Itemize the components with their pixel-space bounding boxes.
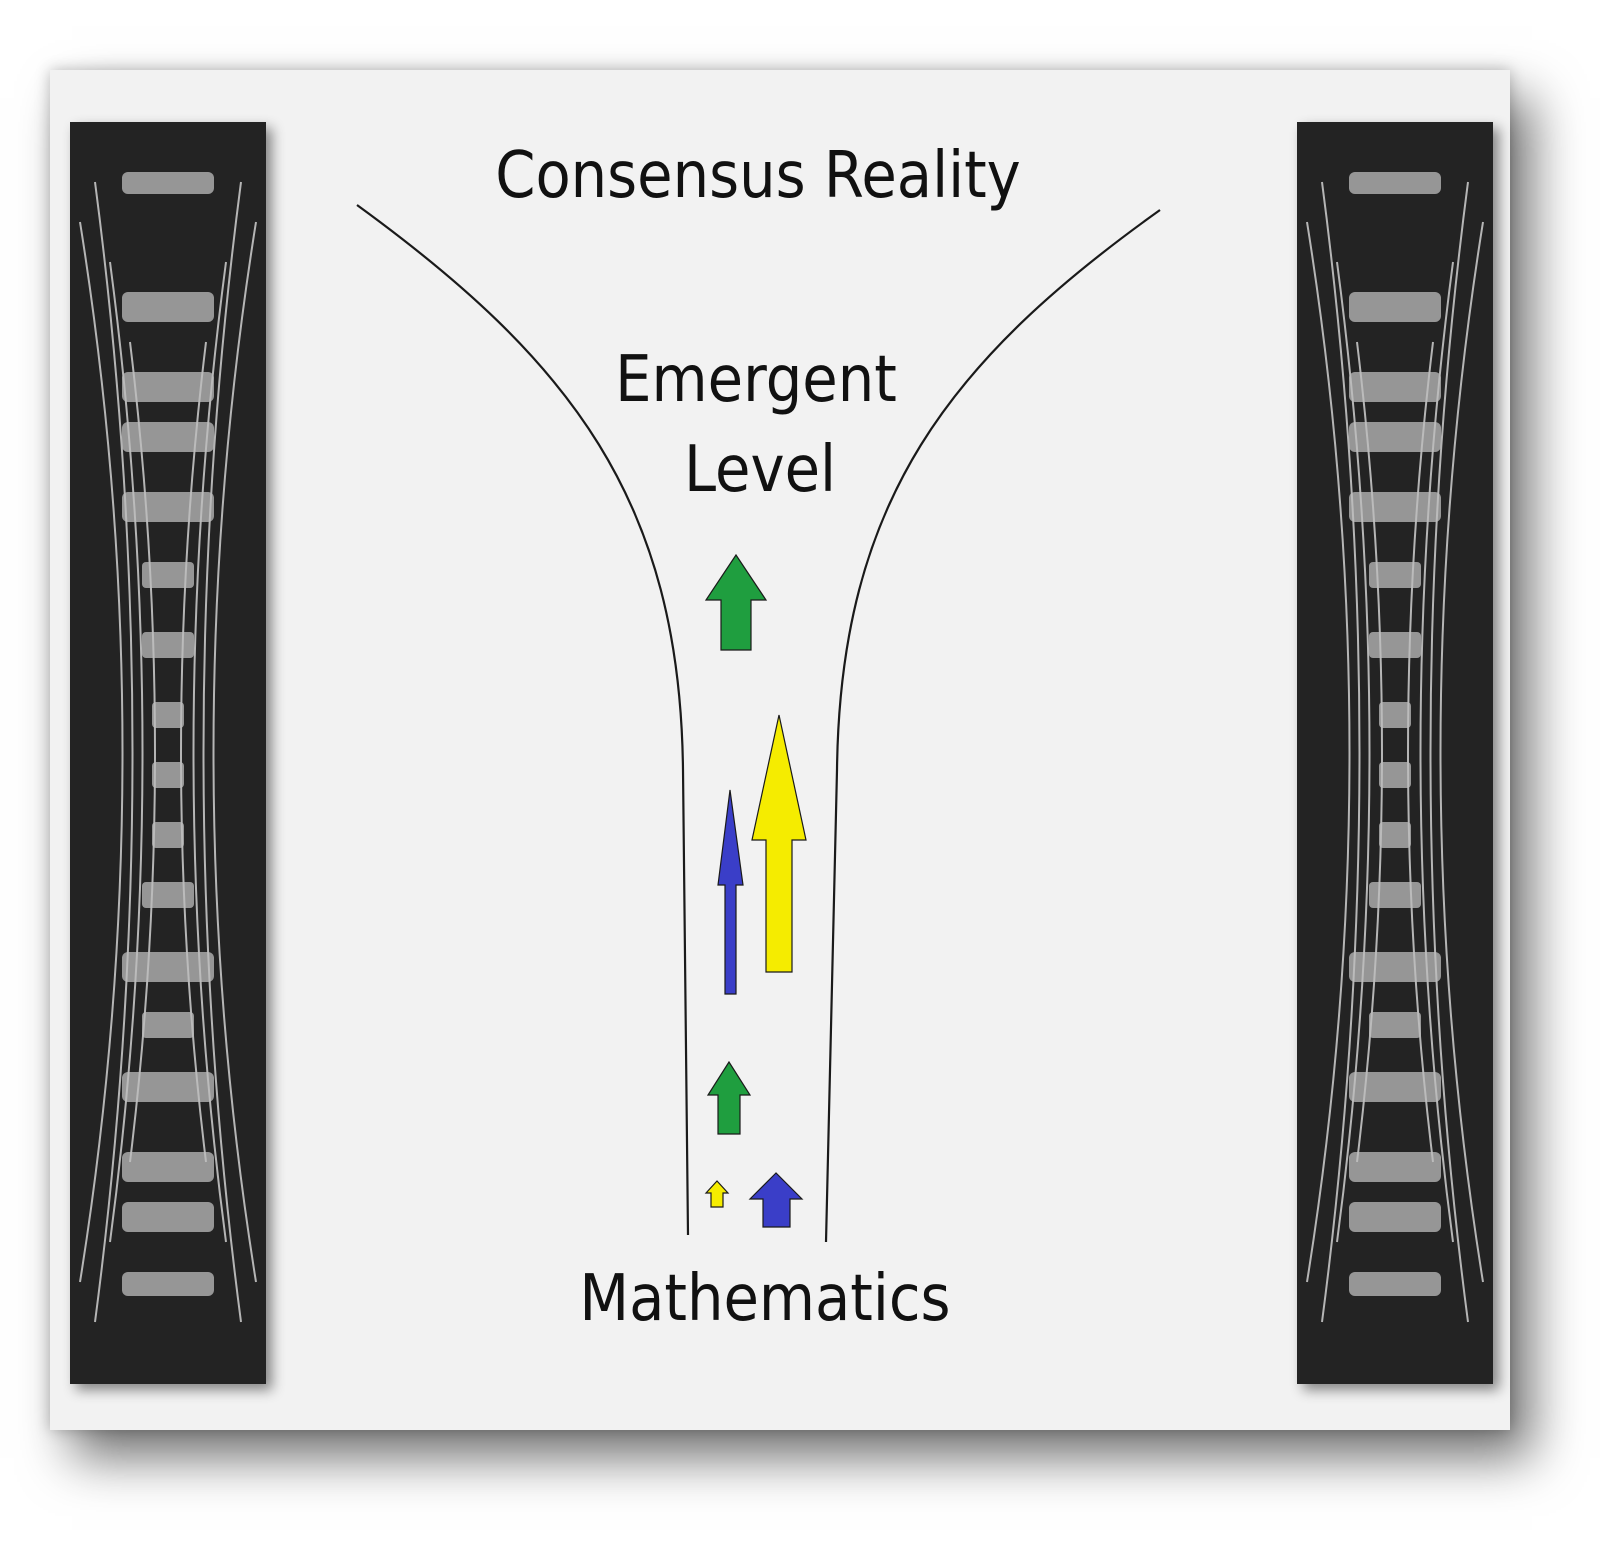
blue-arrow-short <box>748 1172 804 1228</box>
funnel-right-line <box>824 209 1161 1243</box>
green-arrow-top <box>704 553 768 651</box>
funnel-left-line <box>356 204 690 1236</box>
emergent-label: Emergent <box>615 342 897 417</box>
green-arrow-small <box>706 1060 752 1135</box>
left-side-panel <box>70 122 266 1384</box>
yellow-arrow-large <box>751 714 807 973</box>
right-panel-pattern <box>1306 172 1484 1323</box>
diagram-card: Consensus Reality Emergent Level Mathema… <box>50 70 1510 1430</box>
yellow-arrow-tiny <box>704 1180 730 1208</box>
funnel-diagram: Consensus Reality Emergent Level Mathema… <box>356 138 1161 1336</box>
right-side-panel <box>1297 122 1493 1384</box>
left-panel-pattern <box>79 172 257 1323</box>
level-label: Level <box>684 432 836 507</box>
blue-arrow-tall <box>717 789 744 995</box>
consensus-reality-label: Consensus Reality <box>495 138 1021 213</box>
mathematics-label: Mathematics <box>579 1261 950 1336</box>
